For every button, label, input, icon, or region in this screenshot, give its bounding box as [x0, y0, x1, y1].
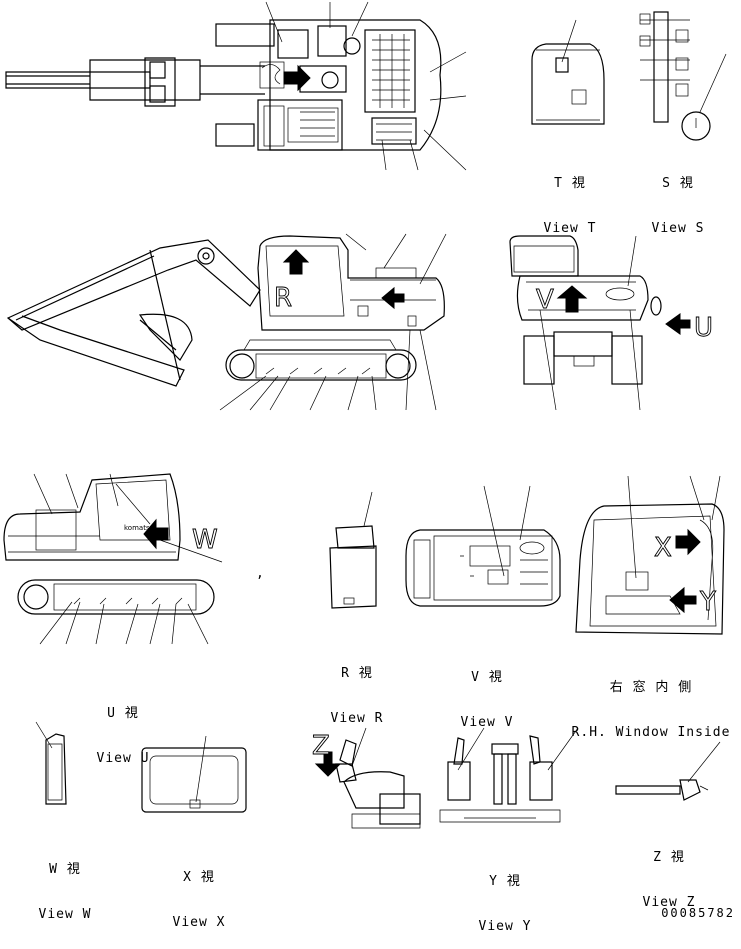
- caption-view-y-en: View Y: [478, 919, 532, 934]
- y-arrow-letter: Y: [699, 587, 716, 617]
- caption-view-r-jp: R 視: [341, 666, 373, 681]
- z-arrow-letter: Z: [312, 731, 330, 761]
- view-z-source-drawing: Z: [312, 727, 421, 829]
- caption-view-u: U 視 View U: [88, 676, 158, 781]
- caption-view-s-en: View S: [651, 221, 705, 236]
- view-y-drawing: [439, 727, 579, 823]
- caption-view-w-jp: W 視: [49, 862, 81, 877]
- view-s-drawing: [639, 11, 727, 141]
- caption-view-y: Y 視 View Y: [470, 844, 540, 949]
- caption-view-u-jp: U 視: [107, 706, 139, 721]
- caption-view-x-jp: X 視: [183, 870, 215, 885]
- view-u-drawing: komatsu W: [3, 473, 223, 645]
- caption-view-y-jp: Y 視: [489, 874, 521, 889]
- machine-side-view: R: [6, 233, 447, 411]
- x-arrow-letter: X: [654, 533, 672, 563]
- machine-rear-view: V U: [509, 235, 713, 411]
- machine-top-view: [5, 1, 467, 171]
- stray-comma: ,: [256, 566, 264, 581]
- caption-view-r-en: View R: [330, 711, 384, 726]
- caption-view-w-en: View W: [38, 907, 92, 922]
- v-arrow-letter: V: [536, 285, 554, 315]
- caption-view-z-jp: Z 視: [653, 850, 685, 865]
- view-r-drawing: [329, 491, 377, 609]
- caption-view-v-en: View V: [460, 715, 514, 730]
- document-number: 00085782: [661, 906, 735, 920]
- caption-view-z-en: View Z: [642, 895, 696, 910]
- caption-view-s-jp: S 視: [662, 176, 694, 191]
- rh-window-drawing: X Y: [575, 475, 725, 635]
- view-v-drawing: [405, 485, 561, 607]
- svg-text:komatsu: komatsu: [124, 524, 154, 532]
- view-t-drawing: [531, 19, 605, 125]
- caption-rh-window: 右 窓 内 側 R.H. Window Inside: [570, 650, 732, 755]
- view-x-drawing: [141, 735, 247, 813]
- view-w-drawing: [35, 721, 67, 805]
- u-arrow-letter: U: [694, 313, 713, 343]
- caption-view-t-jp: T 視: [554, 176, 586, 191]
- caption-view-z: Z 視 View Z: [634, 820, 704, 925]
- caption-rh-window-en: R.H. Window Inside: [571, 725, 731, 740]
- caption-view-s: S 視 View S: [640, 146, 716, 251]
- caption-view-u-en: View U: [96, 751, 150, 766]
- caption-view-x-en: View X: [172, 915, 226, 930]
- parts-diagram: R V U ko: [3, 1, 727, 829]
- caption-view-t-en: View T: [543, 221, 597, 236]
- caption-rh-window-jp: 右 窓 内 側: [609, 680, 693, 695]
- caption-view-t: T 視 View T: [536, 146, 604, 251]
- caption-view-r: R 視 View R: [322, 636, 392, 741]
- caption-view-x: X 視 View X: [164, 840, 234, 945]
- caption-view-v: V 視 View V: [452, 640, 522, 745]
- w-arrow-letter: W: [192, 525, 218, 555]
- view-z-drawing: [615, 741, 721, 801]
- r-arrow-letter: R: [274, 283, 292, 313]
- caption-view-w: W 視 View W: [30, 832, 100, 937]
- caption-view-v-jp: V 視: [471, 670, 503, 685]
